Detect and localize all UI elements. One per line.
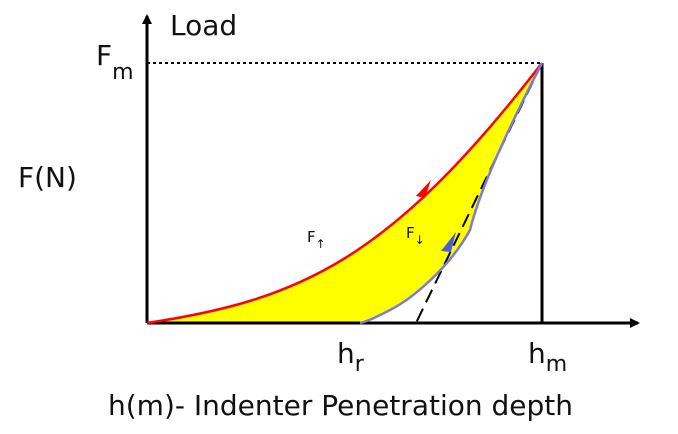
x-axis-label: h(m)- Indenter Penetration depth [108, 389, 574, 422]
residual-depth-label: hr [337, 337, 364, 376]
force-quantity-label: F(N) [18, 161, 77, 194]
loading-up-glyph: ↑ [315, 237, 326, 251]
loading-curve-symbol: F [307, 228, 316, 246]
unloading-direction-arrow [441, 232, 456, 252]
hysteresis-area [147, 63, 542, 323]
residual-depth-symbol: h [337, 337, 355, 370]
y-axis-label: Load [170, 9, 238, 42]
unloading-curve-symbol: F [406, 224, 415, 242]
max-force-symbol: F [96, 39, 113, 72]
max-force-subscript: m [112, 60, 134, 85]
max-force-label: Fm [96, 39, 134, 84]
max-depth-label: hm [528, 337, 567, 376]
unloading-curve [359, 62, 544, 325]
loading-curve-label: F↑ [307, 228, 326, 251]
loading-direction-arrow [416, 180, 431, 198]
loading-curve [146, 62, 543, 325]
unloading-down-glyph: ↓ [414, 233, 425, 247]
max-depth-symbol: h [528, 337, 546, 370]
unloading-curve-label: F↓ [406, 224, 425, 247]
max-depth-subscript: m [545, 352, 568, 377]
residual-depth-subscript: r [354, 352, 364, 377]
